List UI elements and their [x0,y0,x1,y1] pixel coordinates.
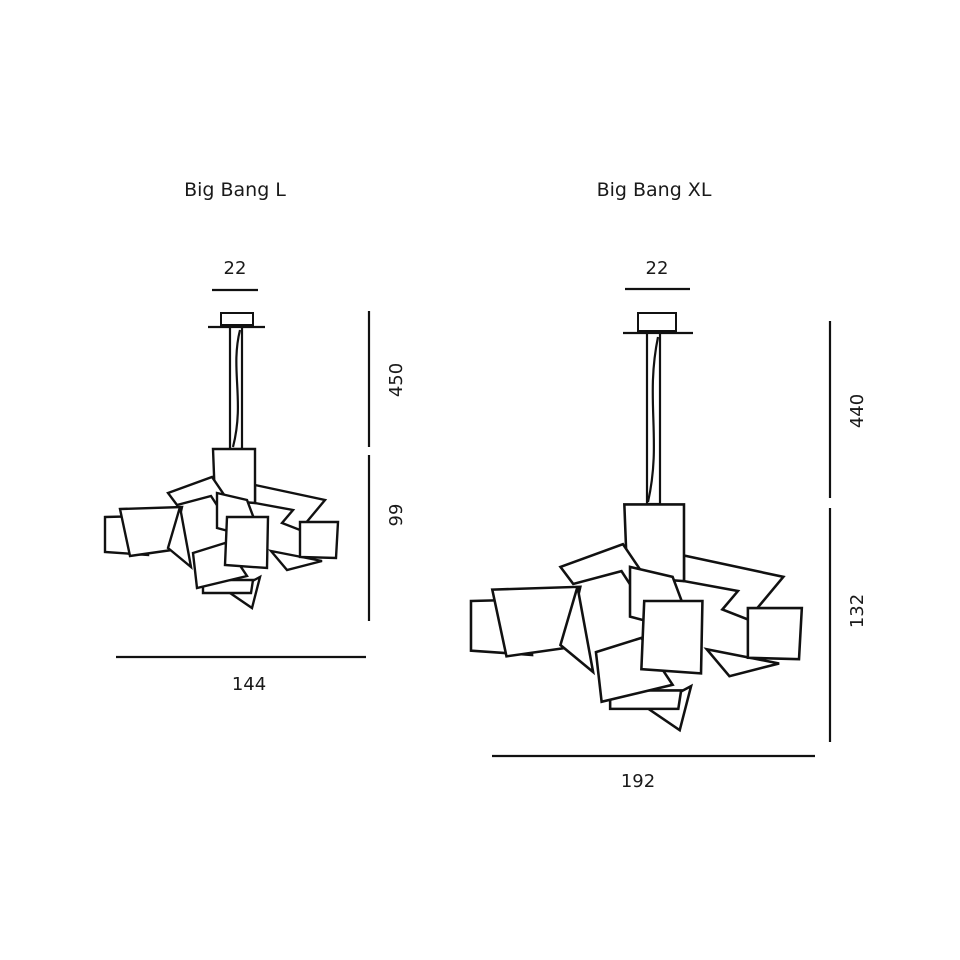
dimension-cable: 450 [386,363,407,397]
dimension-width: 144 [232,674,266,695]
product-title: Big Bang L [184,179,286,201]
lamp-drawing-xl [470,312,803,731]
dimension-width: 192 [621,771,655,792]
dimension-canopy: 22 [224,258,247,279]
product-big-bang-xl: Big Bang XL 22 440 132 192 [470,179,868,792]
product-big-bang-l: Big Bang L 22 450 99 144 [104,179,407,695]
dimension-height: 99 [386,504,407,527]
product-title: Big Bang XL [597,179,712,201]
dimension-cable: 440 [847,394,868,428]
lamp-drawing-l [104,312,339,609]
dimension-height: 132 [847,594,868,628]
dimension-canopy: 22 [646,258,669,279]
